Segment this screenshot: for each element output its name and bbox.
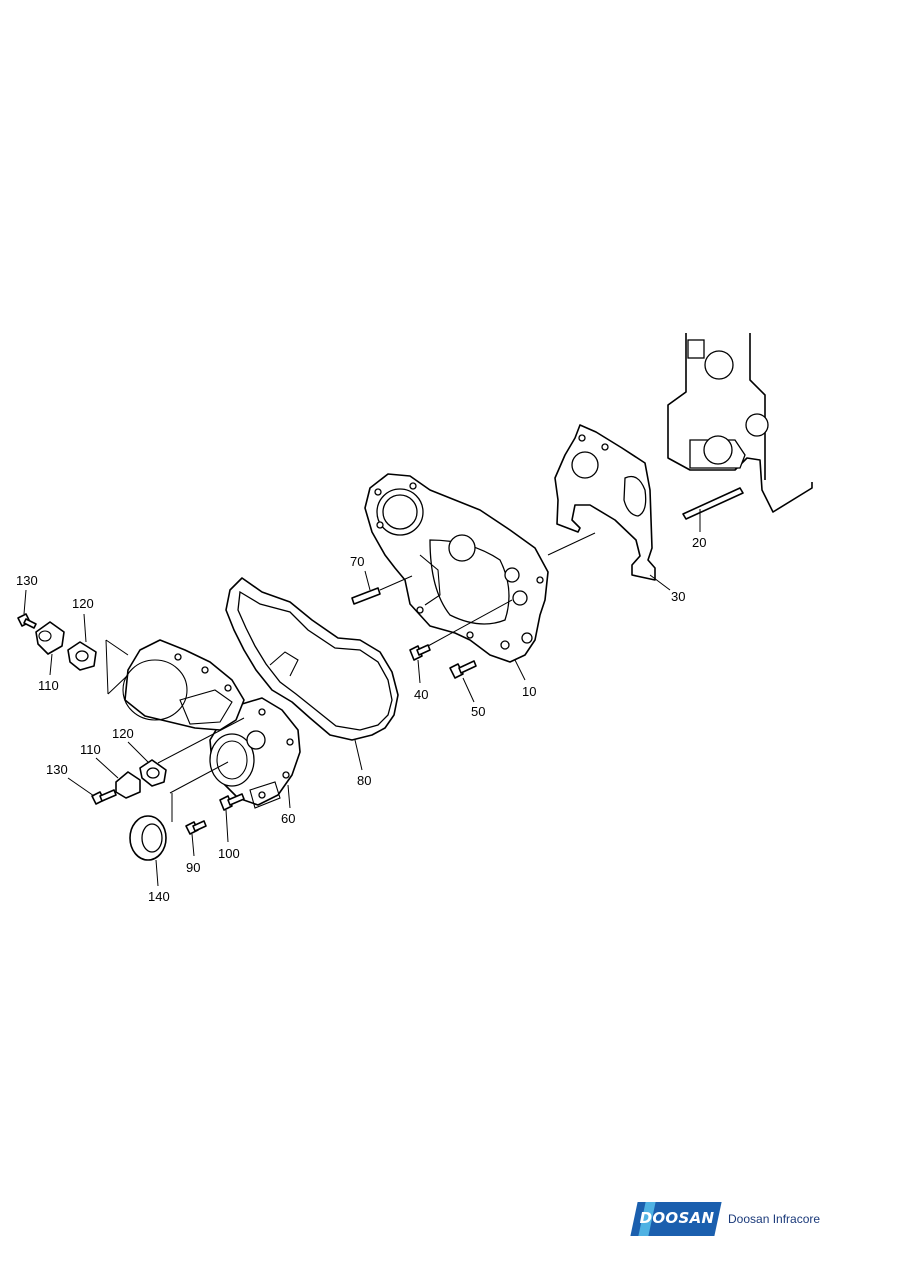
label-140: 140 <box>148 889 170 904</box>
label-130-upper: 130 <box>16 573 38 588</box>
label-130-lower: 130 <box>46 762 68 777</box>
label-20: 20 <box>692 535 706 550</box>
label-50: 50 <box>471 704 485 719</box>
part-10-timing-case <box>364 473 549 681</box>
part-20-dowel-pin <box>682 487 744 532</box>
label-40: 40 <box>414 687 428 702</box>
label-90: 90 <box>186 860 200 875</box>
part-80-gasket <box>225 577 399 771</box>
part-30-gasket <box>547 424 671 591</box>
part-60-front-cover <box>209 697 301 809</box>
doosan-logo: DOOSAN Doosan Infracore <box>630 1202 824 1238</box>
part-130-bolt-upper <box>17 589 37 629</box>
part-120-gasket-upper <box>67 613 97 671</box>
company-name: Doosan Infracore <box>728 1212 821 1226</box>
part-40-bolt <box>409 599 513 684</box>
upper-cover-housing <box>105 639 245 731</box>
logo-wordmark: DOOSAN <box>639 1209 715 1227</box>
part-90-bolt <box>185 820 207 857</box>
part-110-cap-upper <box>35 621 65 676</box>
label-110-upper: 110 <box>38 678 59 693</box>
part-labels: 130 120 110 120 110 130 140 90 100 60 80… <box>16 535 706 904</box>
engine-block <box>667 333 813 513</box>
part-70-pin <box>351 570 413 605</box>
label-70: 70 <box>350 554 364 569</box>
label-120-upper: 120 <box>72 596 94 611</box>
part-140-oil-seal <box>129 815 167 887</box>
label-100: 100 <box>218 846 240 861</box>
label-30: 30 <box>671 589 685 604</box>
part-120-gasket-lower <box>127 741 167 787</box>
part-110-cap-lower <box>95 757 141 799</box>
label-110-lower: 110 <box>80 742 101 757</box>
label-60: 60 <box>281 811 295 826</box>
label-120-lower: 120 <box>112 726 134 741</box>
label-80: 80 <box>357 773 371 788</box>
part-100-bolt <box>219 793 245 843</box>
label-10: 10 <box>522 684 536 699</box>
part-130-bolt-lower <box>67 777 117 805</box>
part-50-bolt <box>449 660 477 703</box>
